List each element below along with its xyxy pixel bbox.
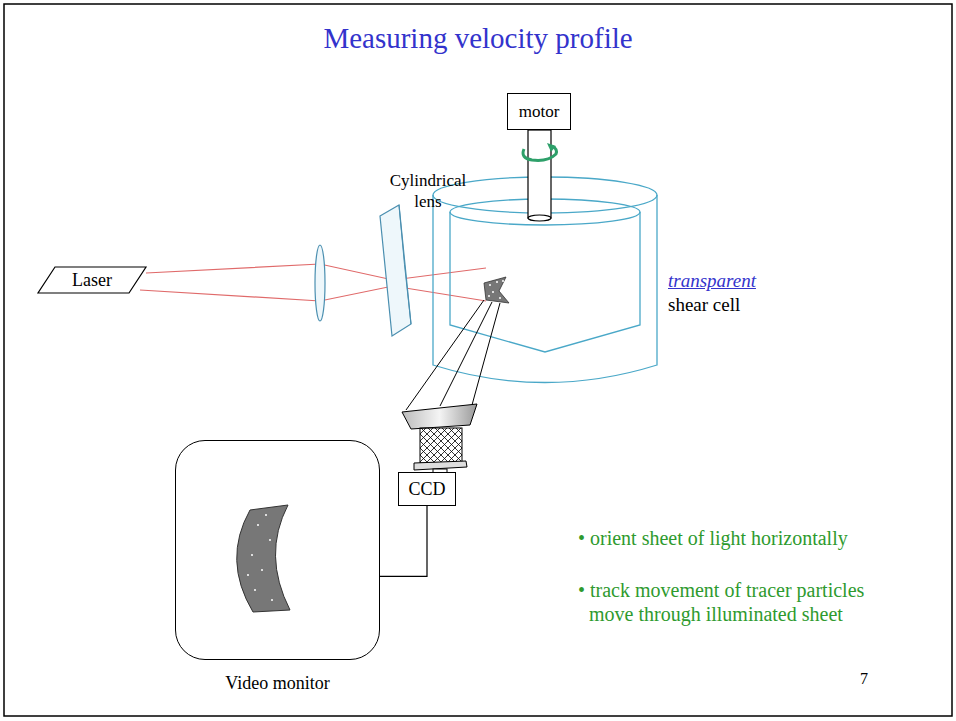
bullet-text: • track movement of tracer particles mov…	[578, 578, 896, 626]
cylindrical-lens	[380, 205, 411, 336]
node-text: CCD	[408, 479, 445, 500]
lens-label: Cylindrical lens	[390, 170, 466, 213]
laser-beam	[140, 264, 486, 301]
shear-cell-label: shear cell	[668, 294, 740, 316]
lens-edge	[399, 205, 411, 324]
camera-body	[420, 428, 462, 463]
monitor-image	[237, 505, 290, 612]
illuminated-sheet	[484, 277, 509, 303]
node-text: motor	[519, 102, 560, 122]
image-particles	[247, 514, 273, 601]
monitor-label: Video monitor	[176, 673, 379, 694]
bullet-text: • orient sheet of light horizontally	[578, 527, 848, 550]
spherical-lens	[315, 245, 325, 321]
ccd-box: CCD	[398, 472, 456, 506]
video-monitor: Video monitor	[175, 440, 380, 660]
laser-box: Laser	[38, 267, 146, 293]
laser-shape	[38, 267, 146, 293]
motor-box: motor	[507, 93, 571, 130]
tracer-particles	[488, 280, 504, 299]
slide-title: Measuring velocity profile	[0, 22, 956, 55]
slide-border	[4, 4, 952, 716]
transparent-label: transparent	[668, 270, 756, 292]
video-cable	[380, 506, 427, 576]
camera-lens	[402, 404, 477, 429]
page-number: 7	[860, 670, 868, 688]
view-lines	[406, 300, 500, 410]
node-text: Laser	[72, 270, 112, 291]
shaft-end	[528, 215, 551, 221]
rotation-arrowhead	[547, 143, 556, 152]
